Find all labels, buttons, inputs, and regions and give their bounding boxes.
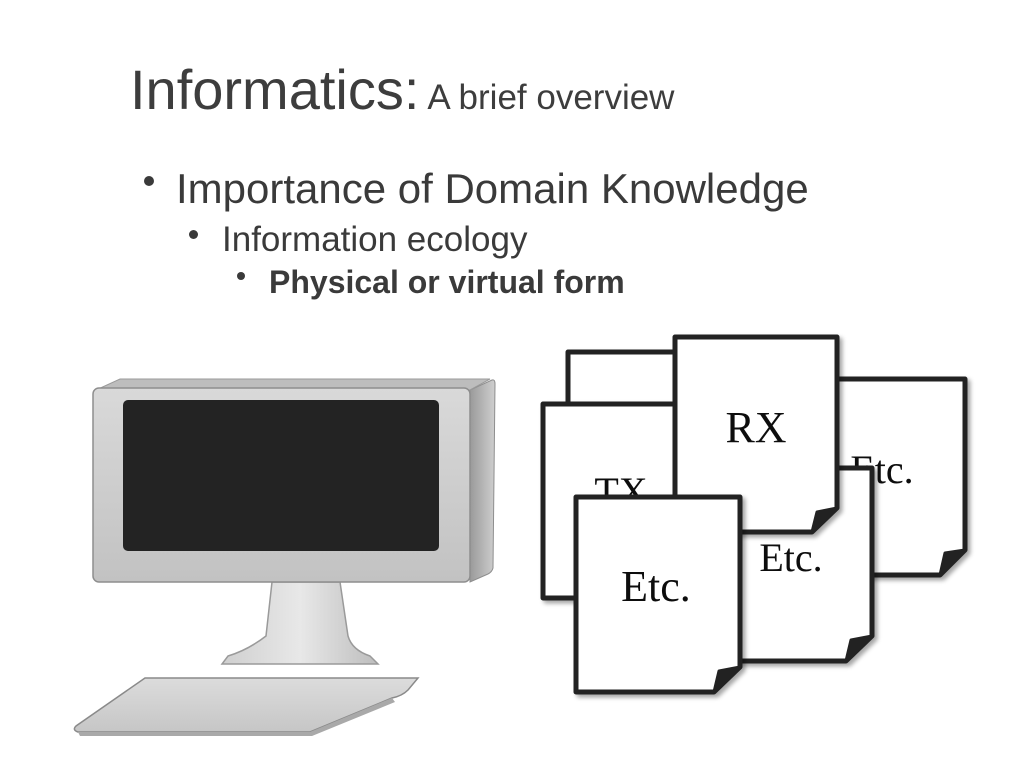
doc-label-rx: RX xyxy=(725,403,786,452)
monitor-screen xyxy=(123,400,439,551)
document-etc-right: Etc. xyxy=(809,376,968,578)
document-tx: TX xyxy=(540,401,703,601)
bullet-dot-icon xyxy=(189,230,198,239)
doc-label-tx: TX xyxy=(594,469,647,514)
title-subtitle: A brief overview xyxy=(427,78,675,117)
document-rx: RX xyxy=(672,334,840,535)
document-back xyxy=(565,349,713,463)
doc-label-etc-right: Etc. xyxy=(850,447,913,492)
bullet-level-3: Physical or virtual form xyxy=(234,266,625,298)
bullet-text: Physical or virtual form xyxy=(269,264,625,300)
title-main: Informatics: xyxy=(130,58,420,121)
slide-title: Informatics:A brief overview xyxy=(130,62,674,118)
document-etc-middle: Etc. xyxy=(714,465,875,664)
desktop-computer-icon xyxy=(73,378,496,736)
bullet-level-2: Information ecology xyxy=(186,222,527,257)
bullet-dot-icon xyxy=(237,272,245,280)
doc-label-etc-middle: Etc. xyxy=(759,535,822,580)
bullet-text: Importance of Domain Knowledge xyxy=(176,165,809,212)
bullet-level-1: Importance of Domain Knowledge xyxy=(140,168,809,210)
document-etc-front: Etc. xyxy=(573,494,743,695)
bullet-text: Information ecology xyxy=(222,220,528,259)
doc-label-etc-front: Etc. xyxy=(621,562,691,611)
document-stack: Etc. TX Etc. RX E xyxy=(540,334,968,695)
bullet-dot-icon xyxy=(144,176,154,186)
